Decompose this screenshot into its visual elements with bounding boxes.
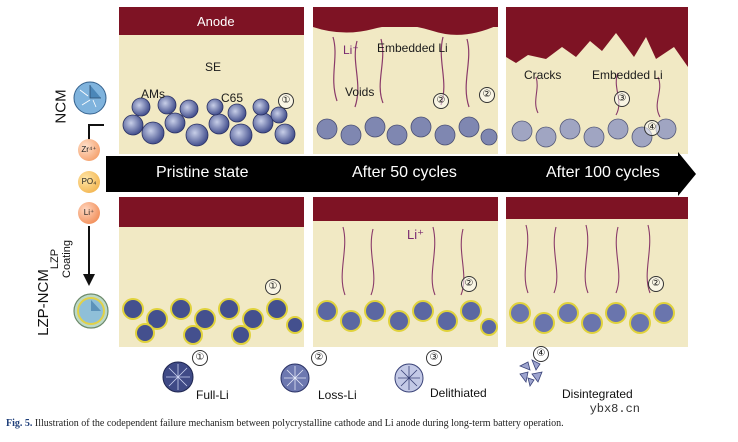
full-li-icon (162, 361, 194, 393)
c65-label: C65 (221, 91, 244, 105)
zr-ion-label: Zr⁴⁺ (81, 145, 97, 154)
lzp-50-particles (316, 226, 498, 336)
li-plus-label-2: Li⁺ (407, 227, 424, 242)
circled-2c: ② (461, 276, 477, 292)
disintegrated-icon (519, 359, 543, 387)
lzp-coating-label: LZP Coating (48, 240, 73, 278)
figure-caption: Fig. 5. Illustration of the codependent … (6, 418, 564, 429)
voids-label: Voids (345, 85, 375, 99)
stage-100: After 100 cycles (546, 164, 660, 181)
po4-ion-label: PO₄ (81, 177, 97, 186)
timeline-arrow-head (678, 152, 696, 196)
circled-1: ① (278, 93, 294, 109)
panel-ncm-100: Cracks Embedded Li ③ ④ (506, 7, 688, 154)
panel-ncm-pristine: Anode SE AMs C65 ① (119, 7, 304, 154)
anode-layer (506, 197, 688, 219)
li-filaments (313, 7, 498, 146)
delithiated-icon (394, 363, 424, 393)
legend-num-2: ② (311, 350, 327, 366)
pristine-particles (122, 95, 296, 147)
zr-ion: Zr⁴⁺ (78, 139, 100, 161)
legend-disintegrated: Disintegrated (562, 387, 633, 401)
panel-lzp-pristine: ① (119, 197, 304, 347)
anode-layer (119, 197, 304, 227)
lzp-ncm-label: LZP-NCM (34, 269, 52, 336)
se-label: SE (205, 60, 222, 74)
circled-1b: ① (265, 279, 281, 295)
li-ion-label: Li⁺ (83, 208, 95, 217)
circled-2a: ② (433, 93, 449, 109)
lzp-ncm-sphere-icon (73, 293, 109, 329)
legend-full-li: Full-Li (196, 388, 229, 402)
legend-num-4: ④ (533, 346, 549, 362)
stage-pristine: Pristine state (156, 164, 249, 181)
watermark: ybx8.cn (589, 402, 640, 416)
li-plus-label: Li⁺ (343, 43, 359, 57)
legend-num-1: ① (192, 350, 208, 366)
embedded-li-label: Embedded Li (377, 41, 448, 55)
lzp-100-particles (509, 224, 675, 334)
caption-prefix: Fig. 5. (6, 418, 33, 429)
ncm-sphere-icon (73, 81, 107, 115)
stage-50: After 50 cycles (352, 164, 457, 181)
li-ion: Li⁺ (78, 202, 100, 224)
anode-layer (119, 7, 304, 35)
embedded-li-label-2: Embedded Li (592, 68, 663, 82)
panel-ncm-50: Li⁺ Embedded Li Voids ② ② (313, 7, 498, 154)
circled-3: ③ (614, 91, 630, 107)
anode-label: Anode (197, 14, 235, 29)
bracket-top (88, 124, 104, 126)
circled-2d: ② (648, 276, 664, 292)
timeline-arrow (106, 156, 678, 192)
panel-lzp-100: ② (506, 197, 688, 347)
circled-2b: ② (479, 87, 495, 103)
ams-label: AMs (141, 87, 165, 101)
legend-delithiated: Delithiated (430, 386, 487, 400)
anode-cracked (506, 7, 688, 148)
po4-ion: PO₄ (78, 171, 100, 193)
ncm-label: NCM (52, 89, 70, 124)
bracket-side (88, 124, 90, 146)
loss-li-icon (280, 363, 310, 393)
legend-num-3: ③ (426, 350, 442, 366)
panel-lzp-50: Li⁺ ② (313, 197, 498, 347)
anode-layer (313, 197, 498, 221)
circled-4: ④ (644, 120, 660, 136)
caption-text: Illustration of the codependent failure … (34, 418, 564, 429)
legend-loss-li: Loss-Li (318, 388, 357, 402)
cracks-label: Cracks (524, 68, 562, 82)
lzp-coating-arrow-icon (83, 226, 95, 286)
lzp-pristine-particles (122, 298, 304, 345)
